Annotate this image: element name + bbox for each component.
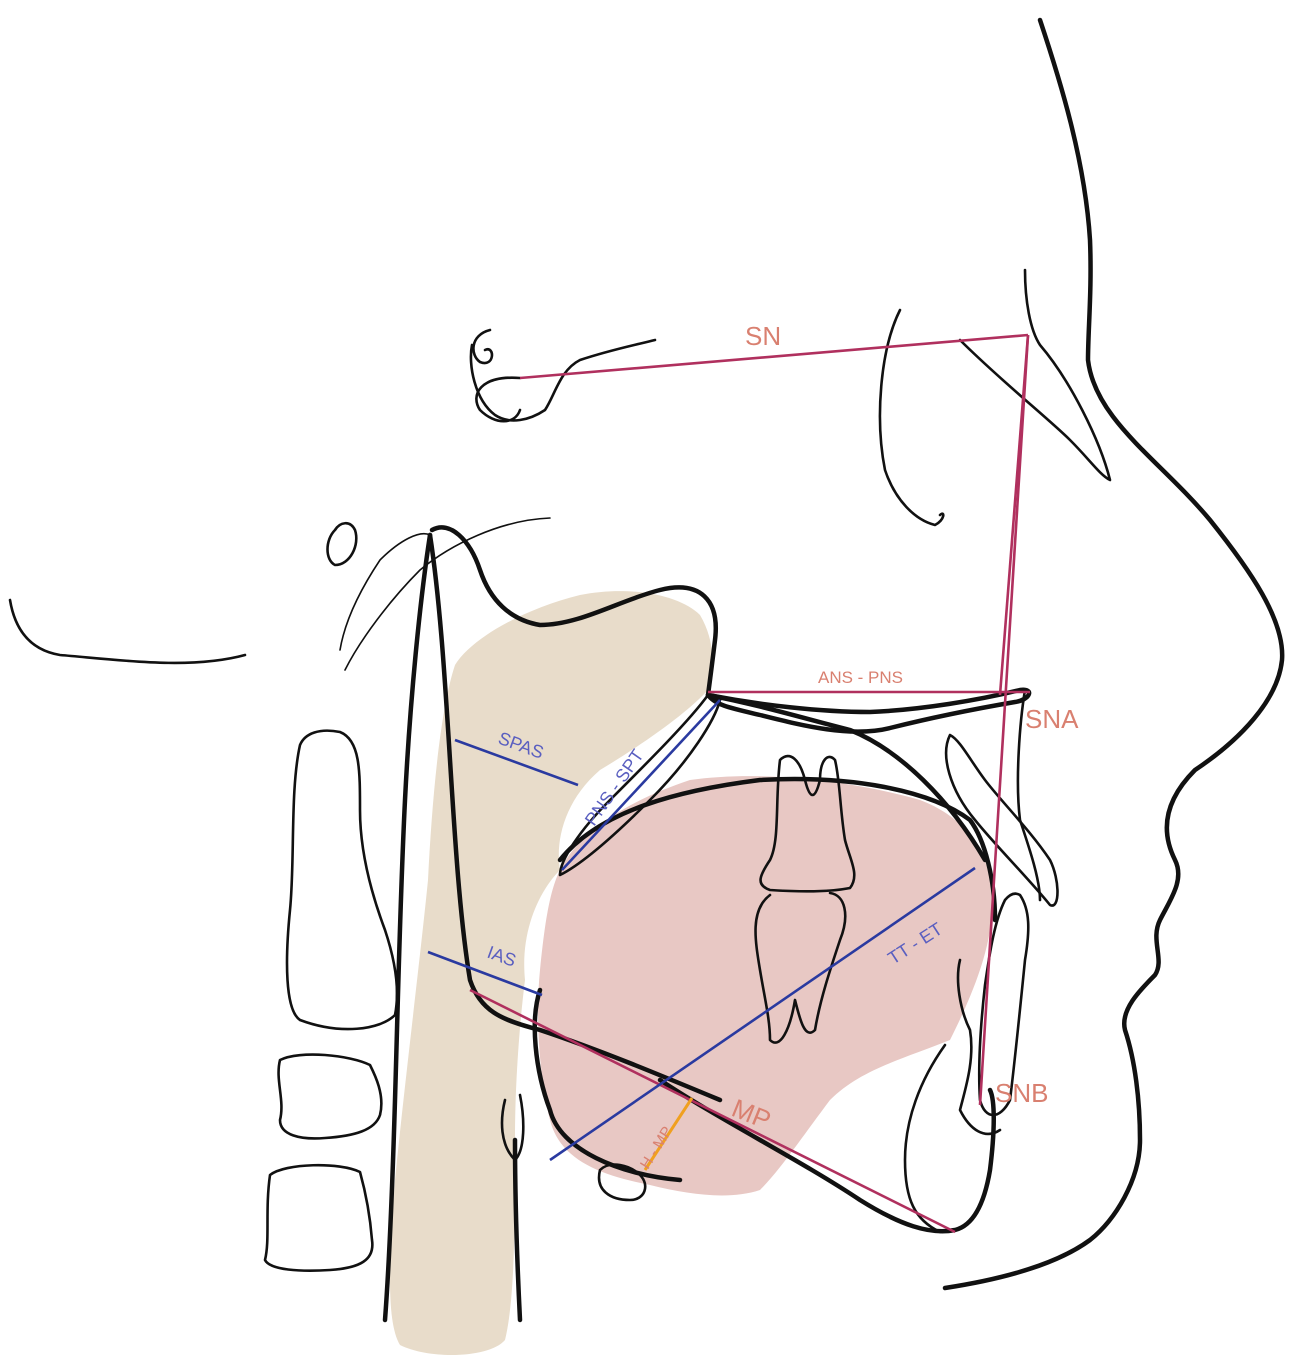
sella-turcica-outline xyxy=(473,330,520,421)
nasal-bone-outline xyxy=(960,270,1110,480)
label-ans-pns: ANS - PNS xyxy=(818,668,903,687)
vertebra-c4-outline xyxy=(265,1165,372,1271)
tongue-region xyxy=(538,776,992,1195)
basion-line xyxy=(10,600,245,663)
label-sna: SNA xyxy=(1025,704,1079,734)
sella-curve xyxy=(471,340,655,420)
label-snb: SNB xyxy=(995,1078,1048,1108)
ear-ring-outline xyxy=(328,523,357,565)
vertebra-c3-outline xyxy=(279,1055,382,1139)
chin-outline xyxy=(905,1045,945,1232)
vertebra-c2-outline xyxy=(287,731,397,1029)
pharynx-lower-wall xyxy=(515,1140,520,1320)
label-sn: SN xyxy=(745,321,781,351)
hard-palate-outline xyxy=(708,690,1029,732)
